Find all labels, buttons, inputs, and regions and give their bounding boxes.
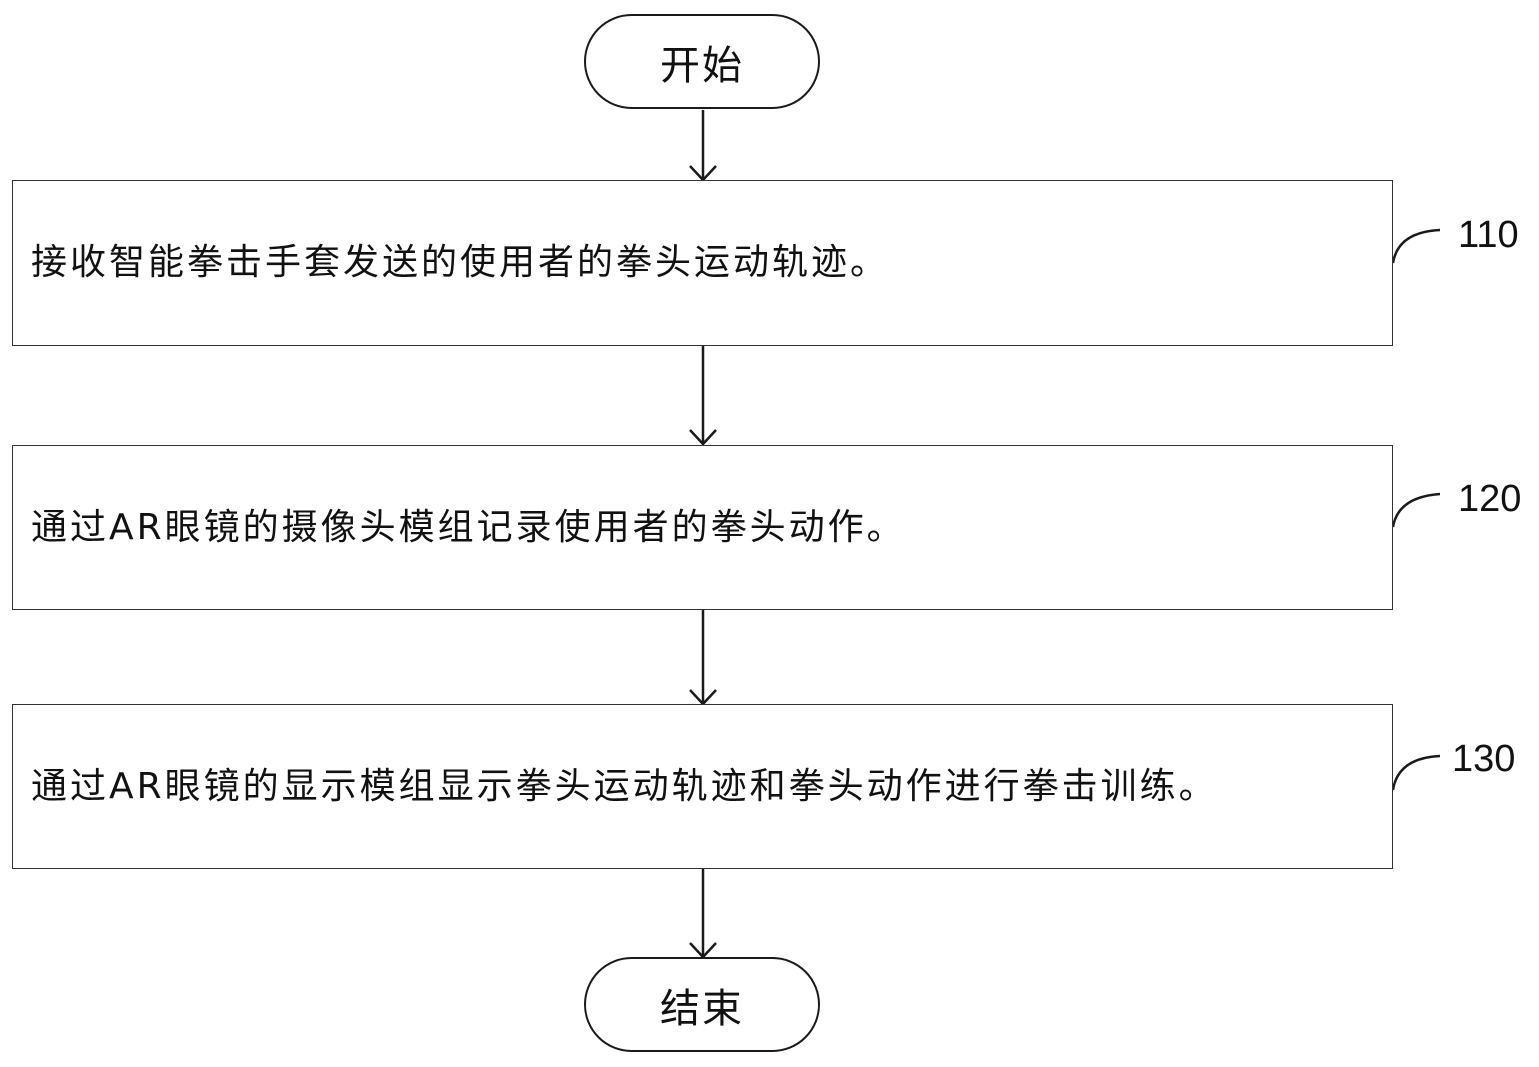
process-step-130: 通过AR眼镜的显示模组显示拳头运动轨迹和拳头动作进行拳击训练。 <box>12 704 1393 869</box>
leader-curve-130 <box>1391 754 1441 791</box>
start-label: 开始 <box>660 42 744 89</box>
process-step-120: 通过AR眼镜的摄像头模组记录使用者的拳头动作。 <box>12 445 1393 610</box>
arrow-120-to-130 <box>689 610 717 706</box>
start-terminal: 开始 <box>584 14 820 109</box>
step-110-text: 接收智能拳击手套发送的使用者的拳头运动轨迹。 <box>31 242 890 283</box>
arrow-130-to-end <box>689 869 717 959</box>
step-120-text: 通过AR眼镜的摄像头模组记录使用者的拳头动作。 <box>31 506 906 548</box>
step-130-text: 通过AR眼镜的显示模组显示拳头运动轨迹和拳头动作进行拳击训练。 <box>31 765 1218 807</box>
step-120-reference: 120 <box>1458 478 1522 520</box>
arrow-start-to-110 <box>689 110 717 182</box>
end-label: 结束 <box>660 985 744 1032</box>
arrow-110-to-120 <box>689 346 717 446</box>
leader-curve-120 <box>1391 492 1441 528</box>
step-130-reference: 130 <box>1452 738 1516 780</box>
step-110-reference: 110 <box>1458 214 1519 256</box>
end-terminal: 结束 <box>584 957 820 1052</box>
leader-curve-110 <box>1391 228 1441 264</box>
process-step-110: 接收智能拳击手套发送的使用者的拳头运动轨迹。 <box>12 180 1393 346</box>
